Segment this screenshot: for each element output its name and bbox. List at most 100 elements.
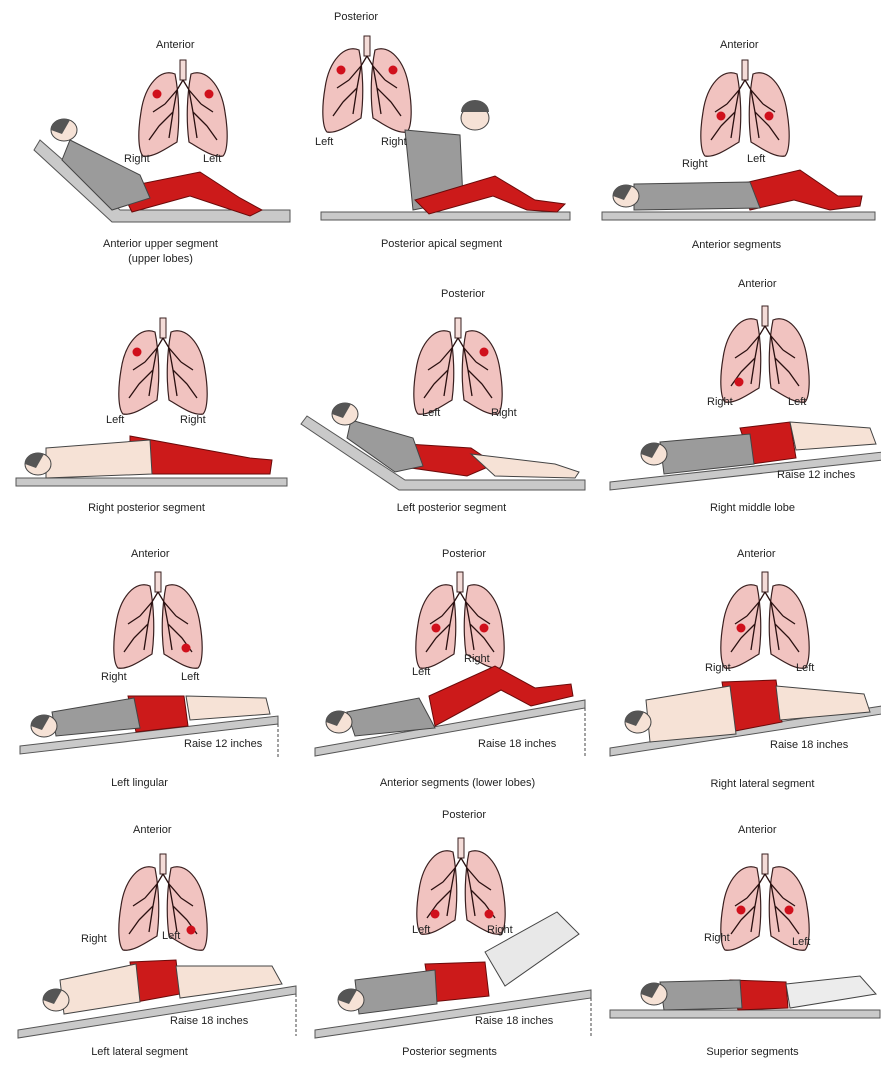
panel-illustration bbox=[590, 804, 881, 1069]
patient-hair bbox=[461, 100, 489, 112]
orientation-label: Anterior bbox=[156, 39, 195, 52]
caption-line-1: Superior segments bbox=[606, 1045, 881, 1059]
patient-lower-legs bbox=[471, 454, 579, 478]
panel-right-lateral-segment: Anterior Right Left Raise 18 inches Righ… bbox=[590, 536, 881, 801]
side-label-right: Left bbox=[796, 662, 814, 675]
tilt-table bbox=[321, 212, 570, 220]
lungs-icon bbox=[721, 572, 809, 668]
panel-right-middle-lobe: Anterior Right Left Raise 12 inches Righ… bbox=[590, 268, 881, 533]
lungs-icon bbox=[139, 60, 227, 156]
panel-anterior-segments-lower-lobes: Posterior Left Right Raise 18 inches Ant… bbox=[295, 536, 588, 801]
trachea bbox=[364, 36, 370, 56]
side-label-left: Left bbox=[422, 407, 440, 420]
drainage-marker-dot bbox=[480, 624, 489, 633]
drainage-marker-dot bbox=[737, 624, 746, 633]
lungs-icon bbox=[114, 572, 202, 668]
orientation-label: Posterior bbox=[442, 809, 486, 822]
panel-illustration bbox=[0, 804, 293, 1069]
tilt-table bbox=[610, 1010, 880, 1018]
caption-line-1: Left lateral segment bbox=[0, 1045, 286, 1059]
raise-label: Raise 18 inches bbox=[170, 1015, 248, 1028]
panel-right-posterior-segment: Left Right Right posterior segment bbox=[0, 268, 293, 533]
side-label-right: Right bbox=[381, 136, 407, 149]
side-label-right: Left bbox=[792, 936, 810, 949]
side-label-right: Right bbox=[487, 924, 513, 937]
patient-torso bbox=[52, 698, 140, 736]
trachea bbox=[742, 60, 748, 80]
panel-illustration bbox=[295, 536, 588, 801]
lungs-icon bbox=[119, 318, 207, 414]
caption-line-1: Posterior segments bbox=[303, 1045, 596, 1059]
drainage-marker-dot bbox=[485, 910, 494, 919]
patient-torso bbox=[60, 964, 140, 1014]
panel-posterior-segments: Posterior Left Right Raise 18 inches Pos… bbox=[295, 804, 588, 1069]
drainage-marker-dot bbox=[785, 906, 794, 915]
caption-line-1: Anterior segments (lower lobes) bbox=[311, 776, 604, 790]
side-label-left: Left bbox=[412, 924, 430, 937]
orientation-label: Anterior bbox=[738, 278, 777, 291]
trachea bbox=[762, 306, 768, 326]
side-label-right: Left bbox=[181, 671, 199, 684]
lungs-icon bbox=[701, 60, 789, 156]
side-label-left: Right bbox=[705, 662, 731, 675]
orientation-label: Anterior bbox=[720, 39, 759, 52]
trachea bbox=[160, 854, 166, 874]
panel-illustration bbox=[0, 268, 293, 533]
panel-superior-segments: Anterior Right Left Superior segments bbox=[590, 804, 881, 1069]
trachea bbox=[455, 318, 461, 338]
panel-illustration bbox=[0, 536, 293, 801]
panel-anterior-upper-segment: Anterior Right Left Anterior upper segme… bbox=[0, 0, 293, 265]
side-label-left: Right bbox=[682, 158, 708, 171]
caption-line-1: Posterior apical segment bbox=[295, 237, 588, 251]
panel-left-lateral-segment: Anterior Right Left Raise 18 inches Left… bbox=[0, 804, 293, 1069]
trachea bbox=[762, 854, 768, 874]
side-label-left: Left bbox=[315, 136, 333, 149]
caption-line-1: Anterior segments bbox=[590, 238, 881, 252]
raise-label: Raise 18 inches bbox=[770, 739, 848, 752]
side-label-right: Left bbox=[747, 153, 765, 166]
side-label-right: Right bbox=[491, 407, 517, 420]
lungs-icon bbox=[416, 572, 504, 668]
patient-torso bbox=[355, 970, 437, 1014]
patient-torso bbox=[46, 440, 152, 478]
trachea bbox=[458, 838, 464, 858]
caption-line-2: (upper lobes) bbox=[14, 252, 307, 266]
side-label-right: Right bbox=[180, 414, 206, 427]
side-label-left: Right bbox=[101, 671, 127, 684]
patient-torso bbox=[347, 420, 423, 472]
drainage-marker-dot bbox=[187, 926, 196, 935]
side-label-right: Right bbox=[464, 653, 490, 666]
orientation-label: Anterior bbox=[131, 548, 170, 561]
lungs-icon bbox=[414, 318, 502, 414]
panel-illustration bbox=[590, 268, 881, 533]
drainage-marker-dot bbox=[133, 348, 142, 357]
drainage-marker-dot bbox=[205, 90, 214, 99]
patient-torso bbox=[646, 686, 736, 742]
trachea bbox=[155, 572, 161, 592]
side-label-left: Left bbox=[412, 666, 430, 679]
panel-left-lingular: Anterior Right Left Raise 12 inches Left… bbox=[0, 536, 293, 801]
orientation-label: Posterior bbox=[442, 548, 486, 561]
drainage-marker-dot bbox=[717, 112, 726, 121]
patient-torso bbox=[634, 182, 760, 210]
tilt-table bbox=[602, 212, 875, 220]
caption-line-1: Right posterior segment bbox=[0, 501, 293, 515]
drainage-marker-dot bbox=[337, 66, 346, 75]
pillow-support bbox=[786, 976, 876, 1008]
panel-posterior-apical-segment: Posterior Left Right Posterior apical se… bbox=[295, 0, 588, 265]
raise-label: Raise 12 inches bbox=[777, 469, 855, 482]
orientation-label: Posterior bbox=[334, 11, 378, 24]
caption-line-1: Left lingular bbox=[0, 776, 286, 790]
caption-line-1: Right middle lobe bbox=[606, 501, 881, 515]
panel-left-posterior-segment: Posterior Left Right Left posterior segm… bbox=[295, 268, 588, 533]
patient-lower-legs bbox=[186, 696, 270, 720]
orientation-label: Anterior bbox=[133, 824, 172, 837]
trachea bbox=[160, 318, 166, 338]
trachea bbox=[180, 60, 186, 80]
side-label-right: Left bbox=[788, 396, 806, 409]
raise-label: Raise 12 inches bbox=[184, 738, 262, 751]
drainage-marker-dot bbox=[735, 378, 744, 387]
caption-line-1: Right lateral segment bbox=[616, 777, 881, 791]
patient-torso bbox=[660, 980, 742, 1010]
